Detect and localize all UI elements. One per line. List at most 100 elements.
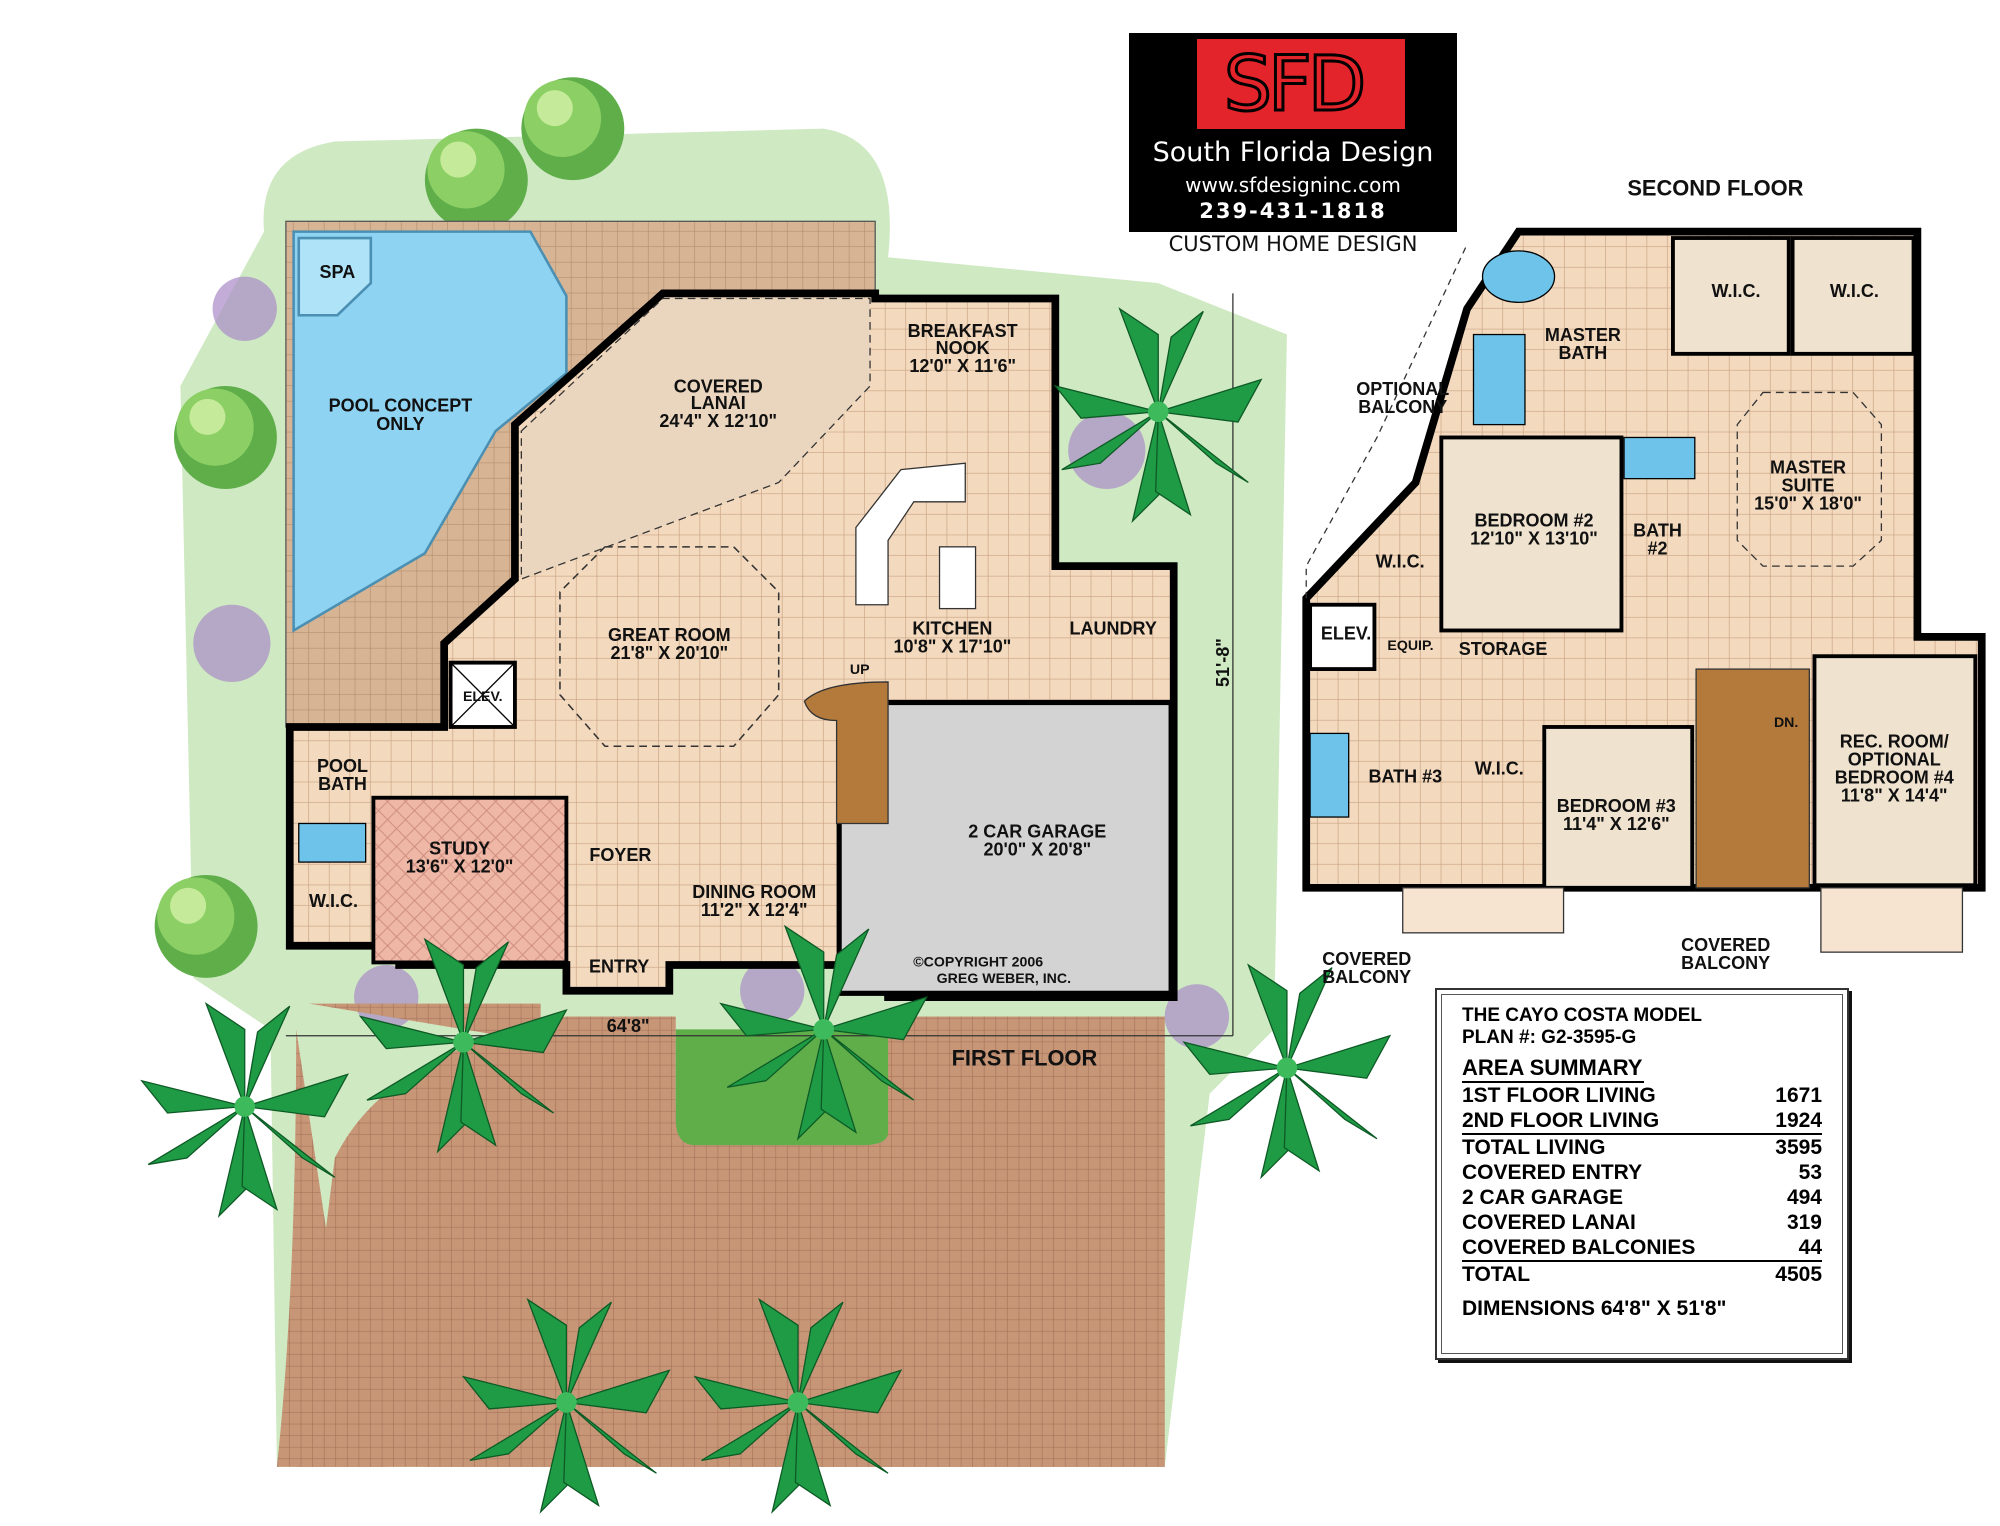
stair-label-up: UP (850, 661, 870, 677)
garage-floor (836, 699, 1174, 996)
stair-label-dn: DN. (1774, 714, 1798, 730)
rec-room-floor (1812, 654, 1978, 888)
room-label-covered-balcony-left: COVERED (1322, 949, 1411, 969)
summary-row: 2ND FLOOR LIVING 1924 (1462, 1108, 1822, 1135)
room-label-optional-balcony: BALCONY (1358, 397, 1447, 417)
room-dims-garage: 20'0" X 20'8" (983, 840, 1091, 860)
room-label-wic-2: W.I.C. (1830, 281, 1879, 301)
study-floor (371, 795, 569, 965)
room-label-master-suite: MASTER (1770, 457, 1846, 477)
room-label-master-suite: SUITE (1782, 476, 1835, 496)
room-label-optional-balcony: OPTIONAL (1356, 379, 1449, 399)
summary-value: 494 (1786, 1186, 1822, 1209)
room-dims-great-room: 21'8" X 20'10" (610, 643, 728, 663)
summary-label: 1ST FLOOR LIVING (1462, 1084, 1656, 1107)
room-label-bath-2: #2 (1647, 539, 1667, 559)
overall-dimensions: DIMENSIONS 64'8" X 51'8" (1462, 1297, 1727, 1320)
room-dims-study: 13'6" X 12'0" (406, 856, 514, 876)
room-label-elevator-2: ELEV. (1321, 623, 1371, 643)
pool-bath-tub (298, 822, 367, 863)
master-suite-ceiling (1736, 391, 1883, 567)
room-dims-rec-room: 11'8" X 14'4" (1841, 786, 1948, 806)
summary-label: 2ND FLOOR LIVING (1462, 1109, 1660, 1132)
room-label-wic-1: W.I.C. (1711, 281, 1760, 301)
kitchen-counter (855, 462, 966, 606)
room-label-covered-balcony-right: COVERED (1681, 935, 1770, 955)
kitchen-island (938, 546, 977, 610)
summary-value: 4505 (1775, 1263, 1822, 1286)
summary-value: 44 (1798, 1236, 1822, 1259)
optional-balcony-line (1305, 244, 1468, 599)
room-label-equip: EQUIP. (1387, 637, 1433, 653)
room-label-elevator: ELEV. (463, 688, 503, 704)
room-dims-nook: 12'0" X 11'6" (909, 356, 1016, 376)
room-label-bath-3: BATH #3 (1368, 766, 1442, 786)
summary-row: TOTAL LIVING 3595 (1462, 1135, 1822, 1160)
model-name: THE CAYO COSTA MODEL (1462, 1005, 1702, 1026)
first-floor-title: FIRST FLOOR (952, 1045, 1098, 1070)
room-dims-bedroom-3: 11'4" X 12'6" (1563, 814, 1670, 834)
room-label-foyer: FOYER (589, 845, 651, 865)
room-label-wic-3: W.I.C. (1376, 551, 1425, 571)
room-label-laundry: LAUNDRY (1070, 618, 1157, 638)
plan-number: PLAN #: G2-3595-G (1462, 1027, 1637, 1048)
covered-balcony-left (1402, 887, 1565, 934)
room-dims-master-suite: 15'0" X 18'0" (1754, 494, 1862, 514)
room-label-study: STUDY (429, 838, 490, 858)
width-dimension: 64'8" (607, 1016, 650, 1036)
room-label-wic: W.I.C. (309, 891, 358, 911)
summary-value: 319 (1786, 1211, 1822, 1234)
company-tagline: CUSTOM HOME DESIGN (1168, 232, 1418, 256)
wic-1-floor (1671, 236, 1791, 356)
summary-row: COVERED LANAI 319 (1462, 1210, 1822, 1235)
logo-red-block (1197, 39, 1405, 129)
company-website: www.sfdesigninc.com (1185, 173, 1401, 197)
depth-dimension: 51'-8" (1213, 638, 1233, 687)
room-label-kitchen: KITCHEN (912, 618, 992, 638)
covered-balcony-right (1820, 887, 1964, 953)
room-label-lanai: LANAI (691, 393, 746, 413)
area-summary-heading: AREA SUMMARY (1462, 1055, 1645, 1083)
room-dims-dining: 11'2" X 12'4" (701, 900, 808, 920)
summary-label: COVERED ENTRY (1462, 1161, 1643, 1184)
company-logo: SFD South Florida Design www.sfdesigninc… (1129, 33, 1457, 232)
room-label-bedroom-3: BEDROOM #3 (1557, 796, 1676, 816)
room-label-bath-2: BATH (1633, 521, 1682, 541)
room-label-dining: DINING ROOM (692, 882, 816, 902)
bedroom-2-floor (1439, 435, 1624, 633)
room-label-garage: 2 CAR GARAGE (968, 822, 1106, 842)
summary-label: COVERED LANAI (1462, 1211, 1636, 1234)
covered-lanai-floor (520, 297, 871, 580)
logo-monogram: SFD (1222, 38, 1367, 130)
summary-value: 53 (1798, 1161, 1822, 1184)
room-label-covered-balcony-left: BALCONY (1322, 967, 1411, 987)
room-label-master-bath: BATH (1559, 343, 1608, 363)
bedroom-3-floor (1542, 725, 1695, 890)
summary-value: 1671 (1775, 1084, 1822, 1107)
bath3-tub (1309, 732, 1350, 818)
company-phone: 239-431-1818 (1199, 199, 1387, 223)
room-label-pool-bath: BATH (318, 774, 367, 794)
elevator-second (1308, 602, 1377, 672)
copyright-text: GREG WEBER, INC. (937, 970, 1071, 986)
spa (297, 236, 373, 317)
room-label-pool: POOL CONCEPT (329, 396, 473, 416)
summary-row: 1ST FLOOR LIVING 1671 (1462, 1083, 1822, 1108)
summary-label: 2 CAR GARAGE (1462, 1186, 1624, 1209)
room-label-pool-bath: POOL (317, 756, 368, 776)
summary-label: TOTAL LIVING (1462, 1136, 1606, 1159)
summary-value: 1924 (1775, 1109, 1822, 1132)
pool (292, 230, 568, 633)
copyright-text: ©COPYRIGHT 2006 (913, 953, 1043, 969)
great-room-ceiling (559, 546, 780, 748)
area-summary-box: THE CAYO COSTA MODEL PLAN #: G2-3595-G A… (1435, 988, 1849, 1360)
summary-value: 3595 (1775, 1136, 1822, 1159)
room-dims-lanai: 24'4" X 12'10" (659, 411, 777, 431)
room-label-storage: STORAGE (1459, 639, 1548, 659)
room-dims-bedroom-2: 12'10" X 13'10" (1470, 528, 1598, 548)
summary-row: 2 CAR GARAGE 494 (1462, 1185, 1822, 1210)
room-label-spa: SPA (320, 262, 356, 282)
room-label-lanai: COVERED (674, 376, 763, 396)
